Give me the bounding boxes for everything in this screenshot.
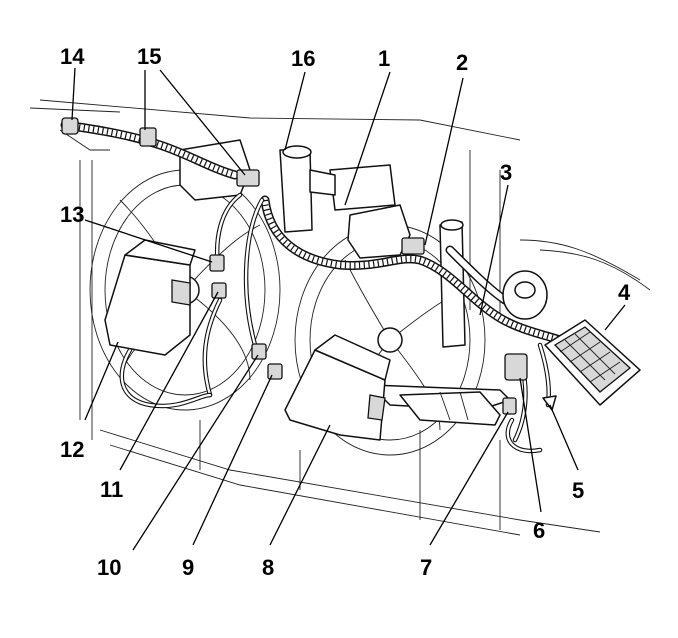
connector-14 — [61, 117, 79, 135]
callout-2: 2 — [456, 50, 468, 75]
callout-5: 5 — [572, 478, 584, 503]
connector-5 — [542, 395, 557, 411]
lower-bracket — [369, 384, 511, 426]
connector-15b — [139, 127, 157, 147]
connector-11 — [211, 282, 227, 299]
callout-13: 13 — [60, 202, 84, 227]
callout-9: 9 — [182, 555, 194, 580]
fan-relay-module-center — [284, 334, 391, 441]
fuse-block — [544, 319, 641, 406]
callout-11: 11 — [100, 477, 123, 502]
callout-15: 15 — [137, 44, 161, 69]
connector-15 — [236, 169, 260, 187]
connector-7 — [502, 397, 517, 415]
connector-13 — [209, 254, 225, 272]
callout-14: 14 — [60, 44, 85, 69]
connector-9 — [267, 363, 283, 380]
callout-1: 1 — [378, 46, 390, 71]
connector-2 — [401, 237, 425, 255]
fan-relay-module-left — [104, 239, 196, 356]
wiring-harness — [60, 120, 565, 345]
callout-8: 8 — [262, 555, 274, 580]
connector-6 — [504, 353, 528, 381]
connector-10 — [251, 343, 267, 360]
callout-3: 3 — [500, 160, 512, 185]
callout-16: 16 — [291, 46, 315, 71]
callout-10: 10 — [97, 555, 121, 580]
leader-lines — [71, 67, 626, 551]
horn — [502, 270, 548, 320]
callout-7: 7 — [420, 555, 432, 580]
callout-6: 6 — [533, 518, 545, 543]
callout-12: 12 — [60, 437, 84, 462]
callout-4: 4 — [618, 280, 631, 305]
callout-labels: 1 2 3 4 5 6 7 8 9 10 11 12 13 14 15 16 — [60, 44, 631, 580]
